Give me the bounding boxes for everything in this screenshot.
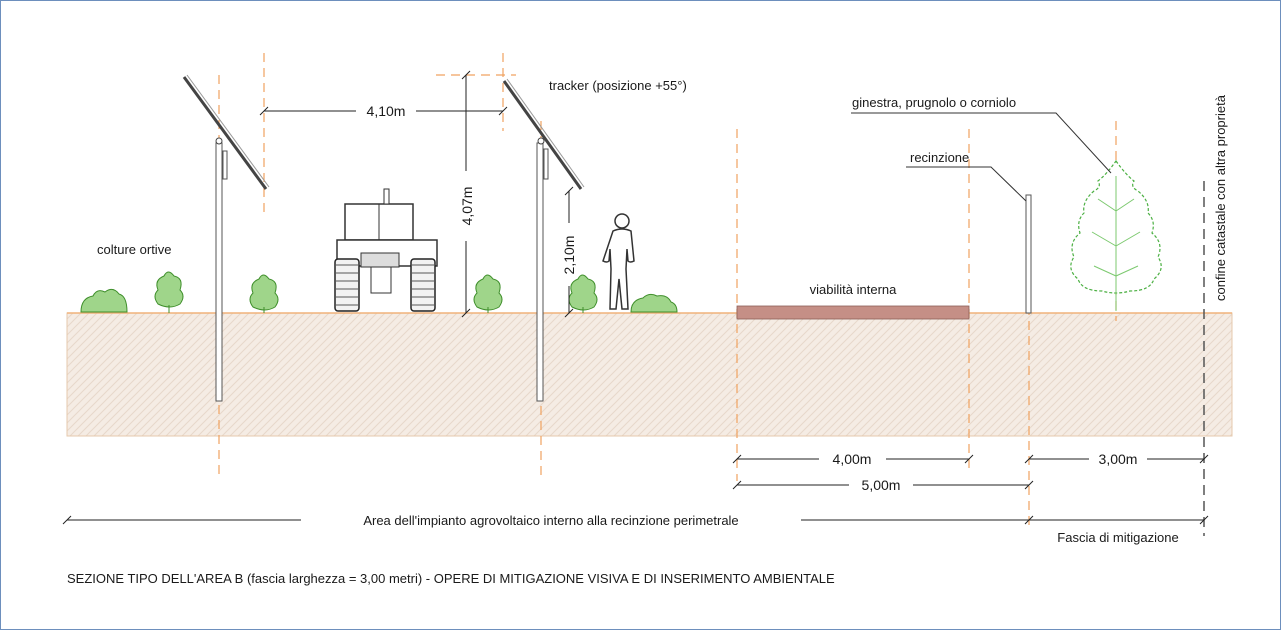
section-caption: SEZIONE TIPO DELL'AREA B (fascia larghez… bbox=[67, 571, 835, 586]
dim-buffer bbox=[1024, 454, 1209, 464]
fence-post bbox=[1025, 194, 1032, 314]
internal-road bbox=[736, 305, 970, 320]
area-mitigazione-label: Fascia di mitigazione bbox=[1057, 530, 1178, 545]
dim-tracker-height bbox=[461, 70, 471, 318]
leader-ginestra bbox=[851, 112, 1112, 174]
tracker-right bbox=[502, 78, 585, 402]
dim-spacing-label: 4,10m bbox=[367, 103, 406, 119]
dim-pivot-height bbox=[564, 186, 574, 318]
ginestra-label: ginestra, prugnolo o corniolo bbox=[852, 95, 1016, 110]
dim-spacing bbox=[259, 106, 508, 116]
dim-tracker-height-label: 4,07m bbox=[459, 187, 475, 226]
dim-buffer-label: 3,00m bbox=[1099, 451, 1138, 467]
viabilita-label: viabilità interna bbox=[810, 282, 897, 297]
dim-pivot-height-label: 2,10m bbox=[561, 236, 577, 275]
dim-road-label: 4,00m bbox=[833, 451, 872, 467]
tracker-label: tracker (posizione +55°) bbox=[549, 78, 687, 93]
mitigation-shrub-icon bbox=[1070, 159, 1162, 311]
recinzione-label: recinzione bbox=[910, 150, 969, 165]
area-extent bbox=[62, 515, 1209, 525]
tractor-icon bbox=[334, 188, 438, 312]
dim-fence-offset-label: 5,00m bbox=[862, 477, 901, 493]
tracker-left bbox=[182, 74, 270, 402]
dim-road bbox=[732, 454, 974, 464]
area-impianto-label: Area dell'impianto agrovoltaico interno … bbox=[363, 513, 738, 528]
dim-fence-offset bbox=[732, 480, 1034, 490]
colture-label: colture ortive bbox=[97, 242, 171, 257]
leader-recinzione bbox=[906, 166, 1027, 202]
ground-section bbox=[66, 312, 1233, 437]
person-icon bbox=[602, 213, 635, 310]
crop-plants bbox=[80, 271, 678, 313]
confine-label: confine catastale con altra proprietà bbox=[1213, 94, 1228, 301]
